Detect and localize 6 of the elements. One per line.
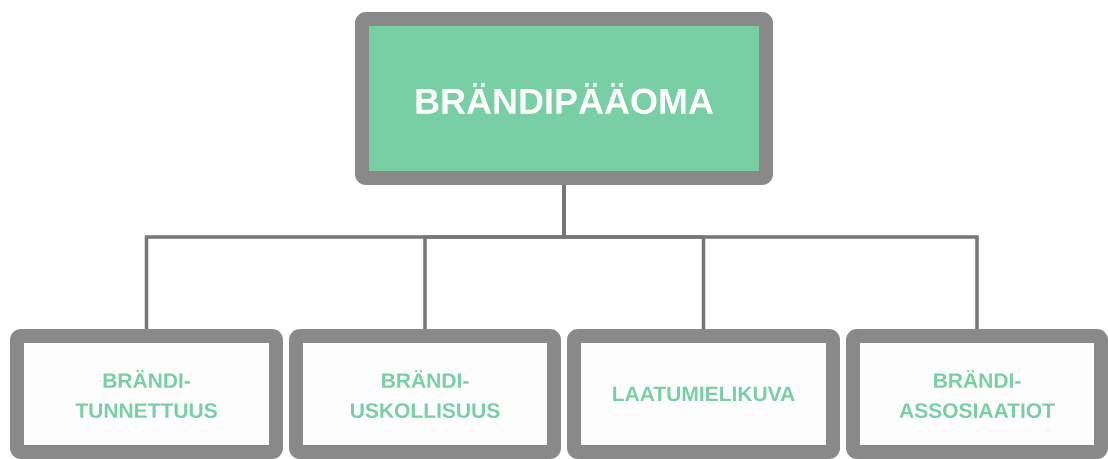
concept-box: LAATUMIELIKUVA [567, 329, 840, 459]
concept-box: BRÄNDI- ASSOSIAATIOT [846, 329, 1108, 459]
connector-line [562, 185, 979, 329]
concept-box: BRÄNDI- USKOLLISUUS [289, 329, 561, 459]
concept-box: BRÄNDI- TUNNETTUUS [10, 329, 283, 459]
title-box: BRÄNDIPÄÄOMA [355, 12, 773, 185]
